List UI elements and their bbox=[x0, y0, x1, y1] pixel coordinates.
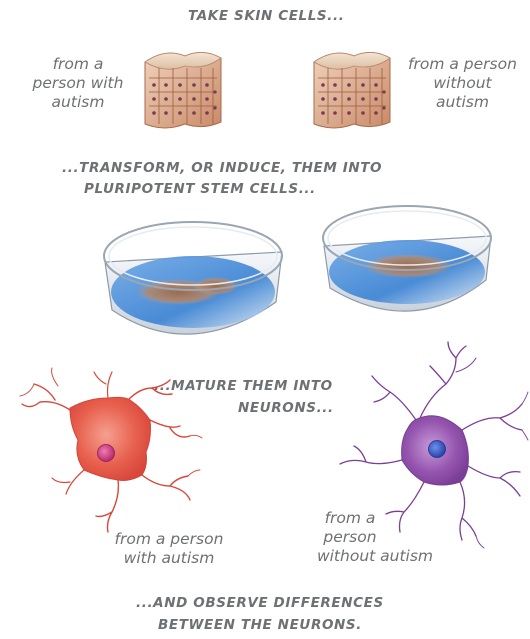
neuron-typical-nucleus bbox=[429, 441, 446, 458]
cell-colony bbox=[364, 254, 452, 278]
petri-dish-typical bbox=[323, 206, 491, 311]
petri-dish-autism bbox=[104, 222, 282, 334]
neuron-autism-nucleus bbox=[98, 445, 115, 462]
skin-block-autism bbox=[145, 52, 221, 128]
neuron-autism-body bbox=[70, 397, 151, 480]
skin-block-typical bbox=[314, 52, 390, 128]
